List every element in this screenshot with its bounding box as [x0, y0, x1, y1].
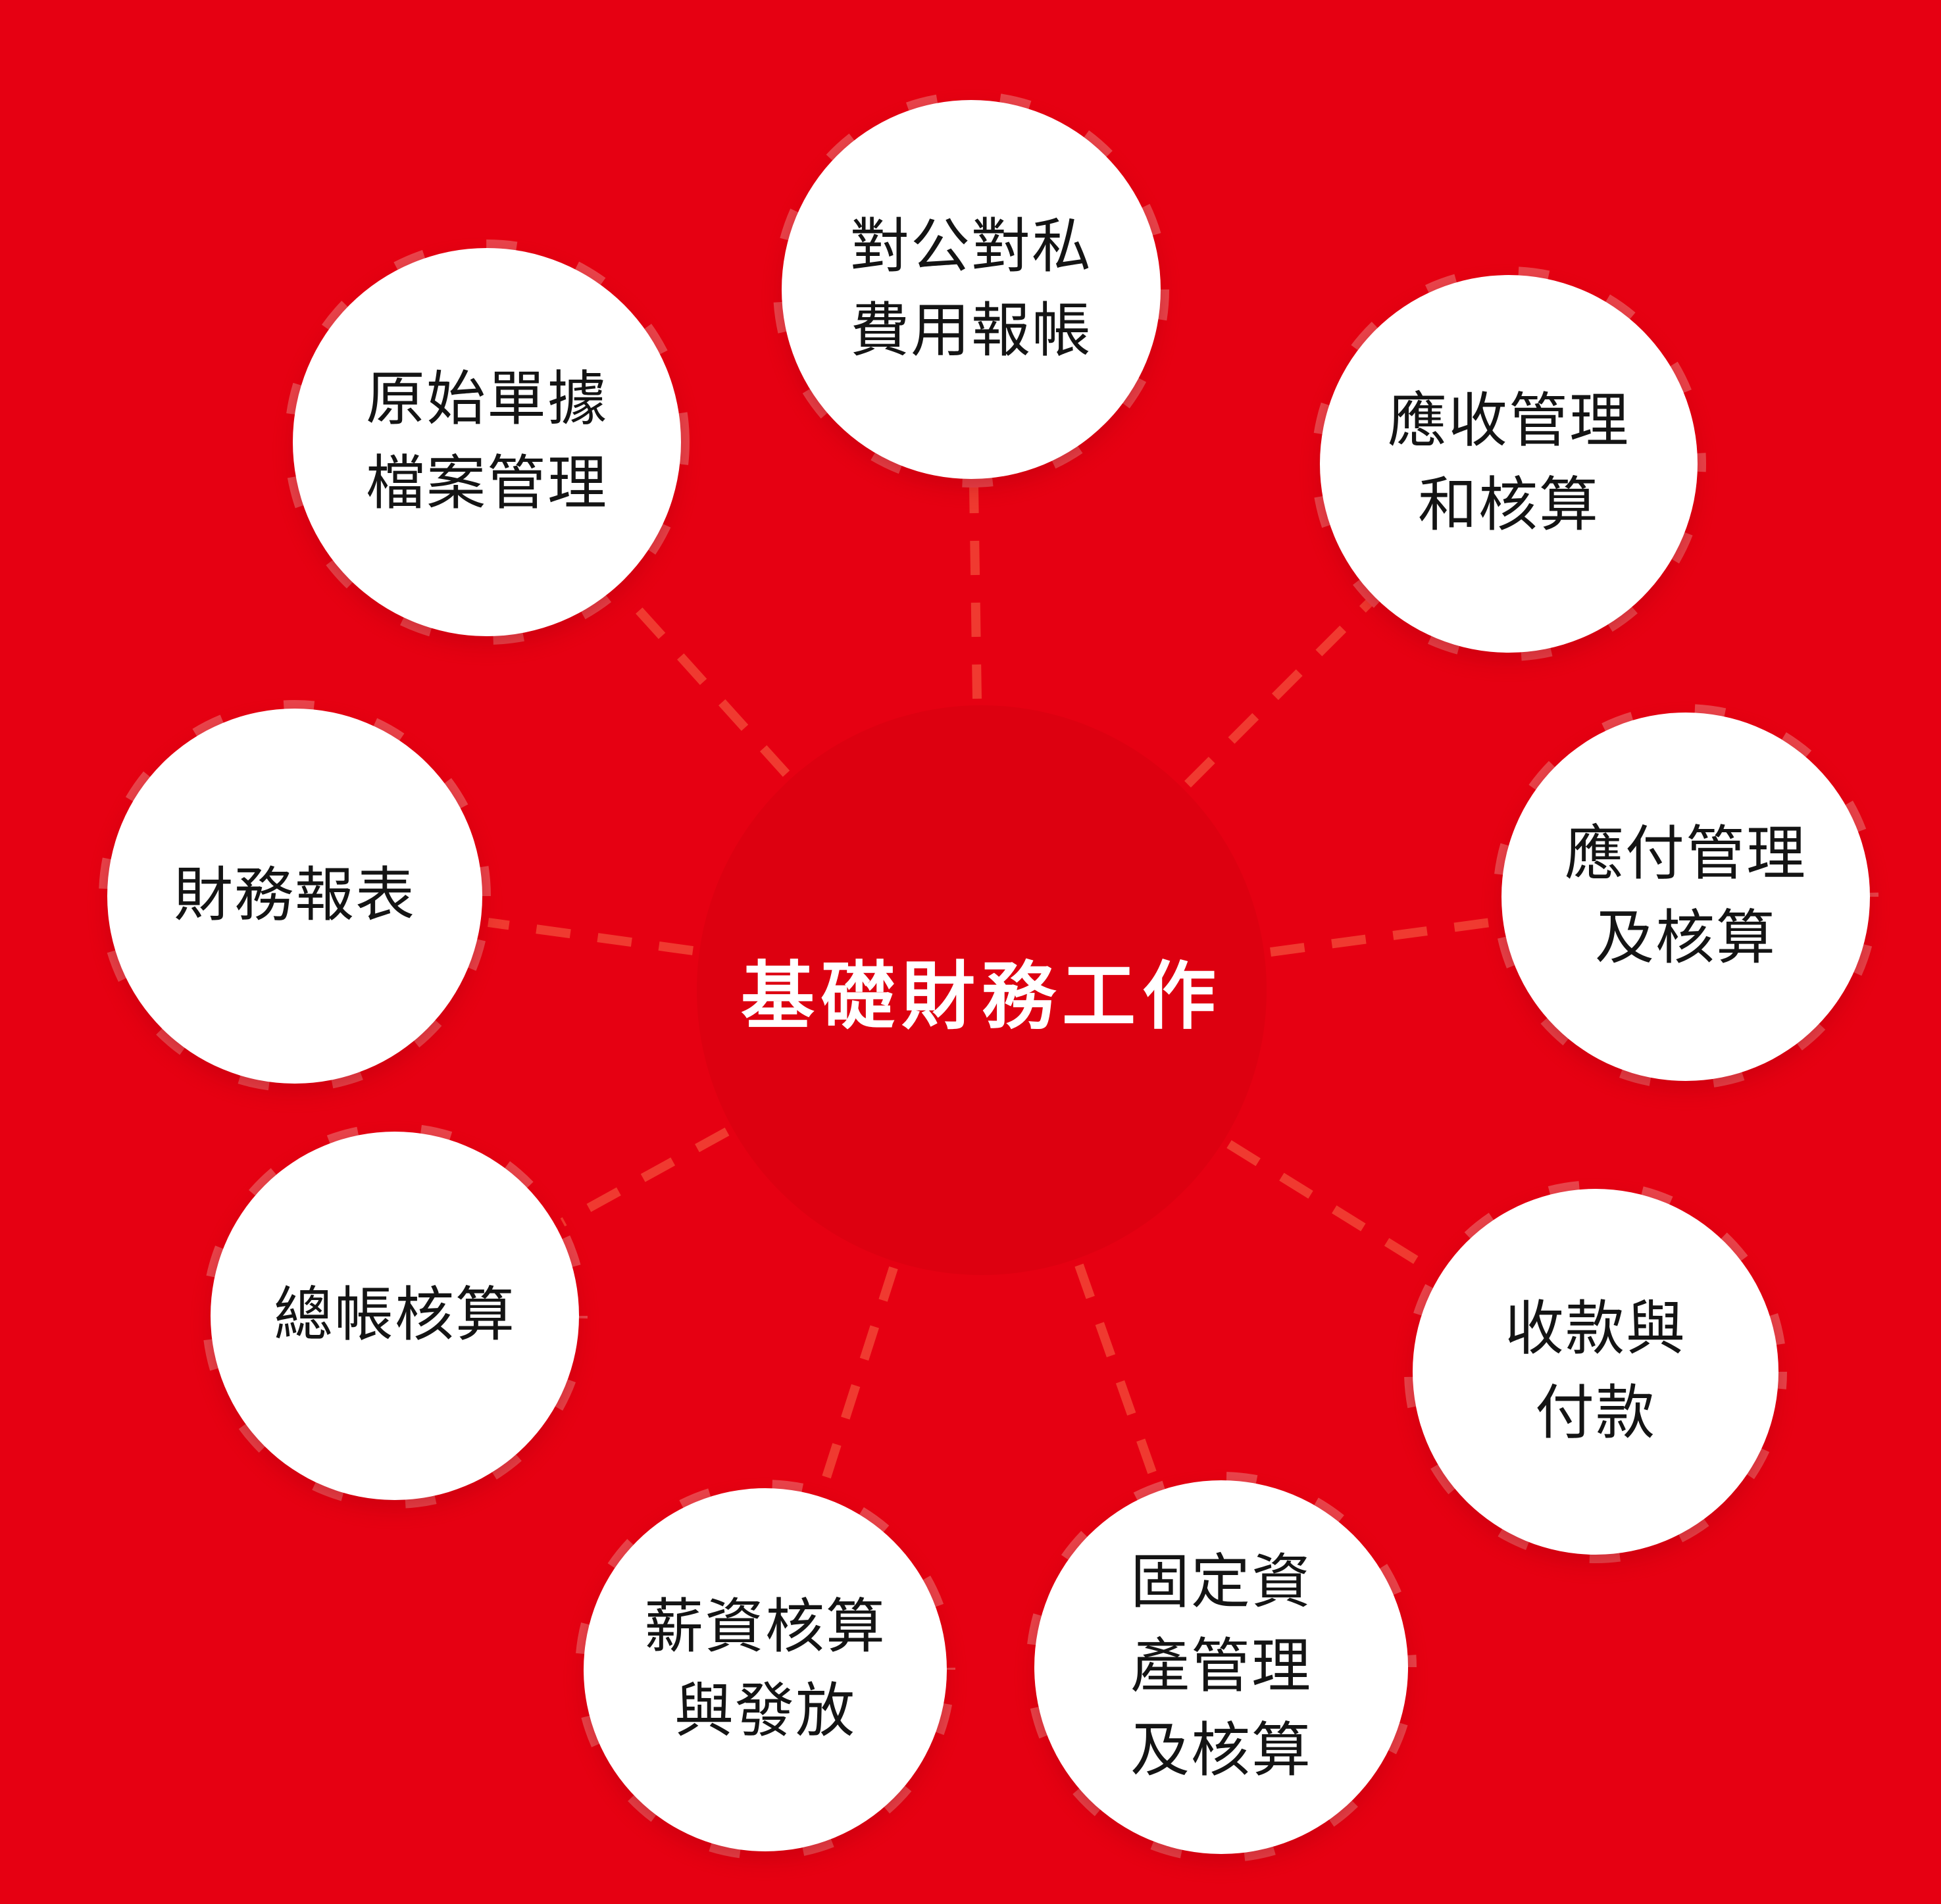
dashed-ring [99, 700, 491, 1092]
radial-dashed-line [969, 486, 982, 699]
node-label-line: 產管理 [1130, 1634, 1312, 1700]
node-label-line: 檔案管理 [366, 451, 608, 516]
dashed-ring [284, 239, 690, 645]
node-receivables: 應收管理 和核算 [1320, 275, 1698, 653]
node-payroll: 薪資核算 與發放 [584, 1488, 947, 1851]
dashed-ring [575, 1480, 955, 1860]
node-label-line: 與發放 [674, 1679, 856, 1744]
radial-dashed-line [1184, 599, 1373, 788]
hub-circle: 基礎財務工作 [697, 705, 1267, 1275]
dashed-ring [1311, 266, 1706, 661]
node-source-documents: 原始單據 檔案管理 [293, 248, 681, 636]
node-label-line: 對公對私 [850, 214, 1092, 280]
node-label-line: 收款與 [1505, 1297, 1686, 1363]
dashed-ring [1493, 704, 1878, 1090]
radial-dashed-line [1074, 1263, 1161, 1486]
node-fixed-assets: 固定資 產管理 及核算 [1034, 1480, 1408, 1854]
node-label-line: 原始單據 [366, 367, 608, 433]
dashed-ring [1404, 1180, 1787, 1563]
node-label-line: 總帳核算 [274, 1283, 516, 1349]
node-label-line: 薪資核算 [644, 1595, 886, 1661]
node-label-line: 及核算 [1130, 1718, 1312, 1784]
hub-label: 基礎財務工作 [741, 957, 1223, 1038]
node-financial-statements: 財務報表 [107, 709, 482, 1084]
node-label-line: 財務報表 [174, 863, 416, 929]
dashed-ring [1026, 1472, 1417, 1863]
radial-dashed-line [560, 1127, 730, 1227]
node-label-line: 應付管理 [1565, 822, 1807, 888]
node-label-line: 應收管理 [1388, 389, 1630, 455]
dashed-ring [773, 91, 1169, 488]
node-general-ledger: 總帳核算 [211, 1132, 579, 1500]
radial-dashed-line [1226, 1140, 1436, 1275]
node-payables: 應付管理 及核算 [1501, 713, 1870, 1081]
node-expense-reporting: 對公對私 費用報帳 [782, 100, 1161, 479]
node-label-line: 及核算 [1595, 906, 1777, 971]
radial-dashed-line [618, 589, 790, 777]
radial-dashed-line [488, 918, 693, 955]
node-label-line: 費用報帳 [850, 299, 1092, 364]
node-label-line: 和核算 [1418, 473, 1600, 538]
node-receipts-and-payments: 收款與 付款 [1413, 1189, 1778, 1555]
radial-dashed-line [818, 1266, 898, 1491]
node-label-line: 固定資 [1130, 1550, 1312, 1616]
radial-dashed-line [1270, 917, 1496, 957]
node-label-line: 付款 [1535, 1381, 1656, 1446]
dashed-ring [202, 1123, 588, 1509]
